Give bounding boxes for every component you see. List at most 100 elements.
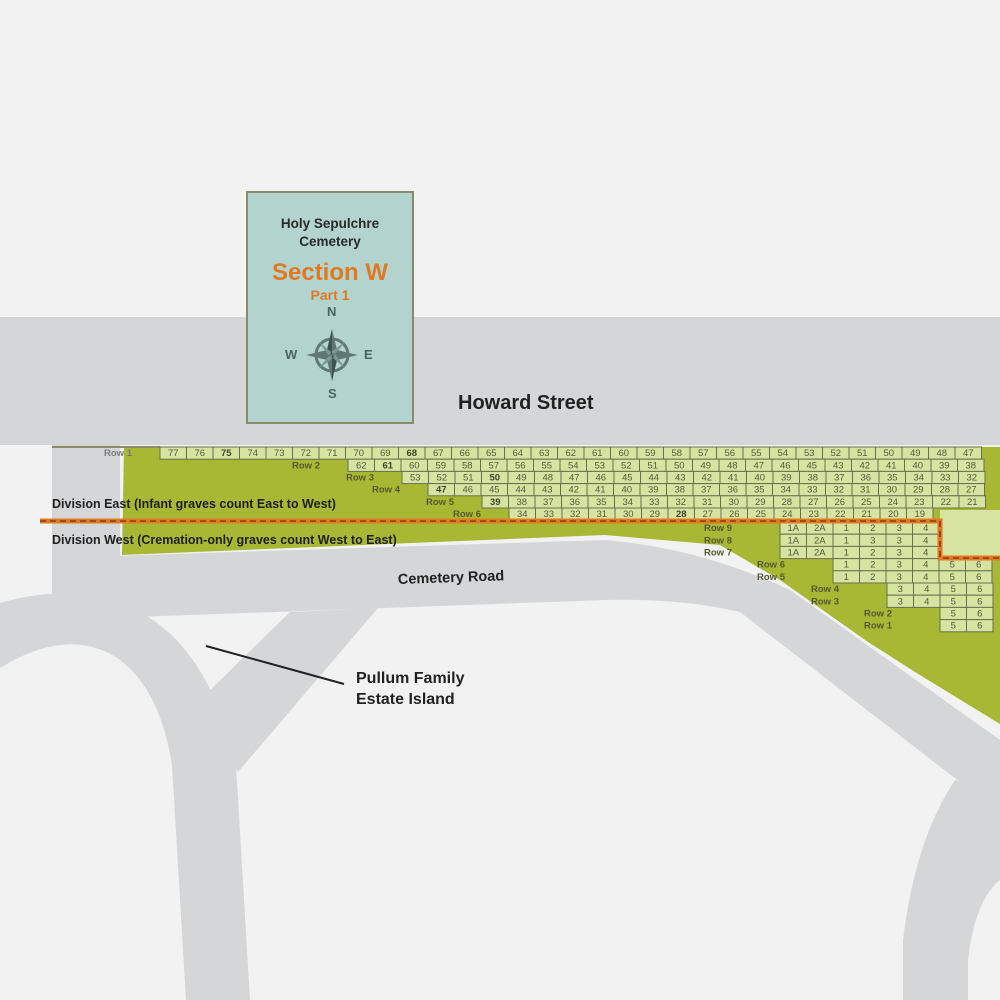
estate-label-line2: Estate Island bbox=[356, 691, 455, 708]
plot-number: 33 bbox=[807, 485, 818, 496]
plot-number: 71 bbox=[327, 448, 338, 459]
grave-plot: 28 bbox=[931, 483, 959, 497]
grave-plot: 51 bbox=[454, 470, 482, 485]
grave-plot: 51 bbox=[848, 446, 876, 460]
grave-plot: 47 bbox=[560, 470, 588, 485]
plot-number: 5 bbox=[950, 572, 955, 583]
grave-plot: 29 bbox=[904, 483, 932, 497]
plot-number: 1A bbox=[787, 523, 799, 534]
southeast-road bbox=[903, 780, 1000, 1000]
plot-number: 5 bbox=[951, 584, 956, 595]
grave-plot: 40 bbox=[613, 483, 641, 497]
grave-plot: 42 bbox=[851, 458, 879, 472]
plot-number: 41 bbox=[886, 460, 897, 471]
grave-plot: 35 bbox=[745, 483, 773, 497]
plot-number: 2A bbox=[814, 523, 826, 534]
grave-plot: 48 bbox=[534, 470, 562, 485]
grave-plot: 5 bbox=[939, 582, 967, 596]
grave-plot: 52 bbox=[428, 470, 456, 485]
plot-number: 2 bbox=[870, 523, 875, 534]
plot-number: 25 bbox=[755, 509, 766, 520]
grave-plot: 76 bbox=[186, 446, 214, 460]
row-label: Row 4 bbox=[372, 485, 401, 496]
plot-number: 29 bbox=[649, 509, 660, 520]
row-label: Row 6 bbox=[757, 560, 785, 571]
plot-number: 75 bbox=[221, 448, 232, 459]
grave-plot: 29 bbox=[641, 507, 669, 521]
plot-number: 57 bbox=[698, 448, 709, 459]
plot-number: 3 bbox=[897, 572, 902, 583]
grave-plot: 5 bbox=[939, 606, 967, 621]
grave-plot: 19 bbox=[906, 507, 934, 521]
grave-plot: 34 bbox=[905, 470, 933, 485]
grave-plot: 60 bbox=[610, 446, 638, 460]
plot-number: 52 bbox=[621, 460, 632, 471]
plot-number: 24 bbox=[887, 497, 898, 508]
row-label: Row 5 bbox=[426, 497, 455, 508]
plot-number: 55 bbox=[541, 460, 552, 471]
grave-plot: 45 bbox=[613, 470, 641, 485]
plot-number: 48 bbox=[727, 460, 738, 471]
plot-number: 62 bbox=[356, 460, 367, 471]
grave-plot: 5 bbox=[939, 619, 967, 633]
plot-number: 2A bbox=[814, 535, 826, 546]
plot-number: 4 bbox=[923, 572, 928, 583]
grave-plot: 36 bbox=[719, 483, 747, 497]
grave-plot: 55 bbox=[533, 458, 561, 472]
grave-plot: 58 bbox=[453, 458, 481, 472]
compass: N W E S bbox=[282, 304, 382, 403]
plot-number: 31 bbox=[860, 485, 871, 496]
plot-number: 55 bbox=[751, 448, 762, 459]
plot-number: 47 bbox=[753, 460, 764, 471]
plot-number: 70 bbox=[353, 448, 364, 459]
estate-pointer-line bbox=[205, 645, 345, 685]
grave-plot: 41 bbox=[719, 470, 747, 485]
roads bbox=[0, 317, 1000, 1000]
grave-plot: 3 bbox=[885, 570, 913, 584]
grave-plot: 50 bbox=[665, 458, 693, 472]
plot-number: 35 bbox=[754, 485, 765, 496]
grave-plot: 55 bbox=[742, 446, 770, 460]
grave-plot: 26 bbox=[826, 495, 854, 509]
plot-number: 39 bbox=[939, 460, 950, 471]
grave-plot: 72 bbox=[292, 446, 320, 460]
plot-number: 32 bbox=[570, 509, 581, 520]
plot-number: 22 bbox=[940, 497, 951, 508]
grave-plot: 68 bbox=[398, 446, 426, 460]
plot-number: 40 bbox=[754, 473, 765, 484]
grave-plot: 59 bbox=[636, 446, 664, 460]
grave-plot: 1 bbox=[832, 558, 860, 572]
grave-plot: 46 bbox=[454, 483, 482, 497]
grave-plot: 31 bbox=[588, 507, 616, 521]
plot-number: 1 bbox=[844, 572, 849, 583]
plot-number: 49 bbox=[910, 448, 921, 459]
row-label: Row 2 bbox=[864, 609, 892, 620]
plot-number: 50 bbox=[489, 473, 500, 484]
plot-number: 1 bbox=[844, 560, 849, 571]
plot-number: 3 bbox=[898, 596, 903, 607]
grave-plot: 69 bbox=[371, 446, 399, 460]
grave-plot: 54 bbox=[559, 458, 587, 472]
plot-number: 1 bbox=[844, 523, 849, 534]
grave-plot: 27 bbox=[694, 507, 722, 521]
grave-plot: 37 bbox=[692, 483, 720, 497]
grave-plot: 34 bbox=[614, 495, 642, 509]
title-card: Holy Sepulchre Cemetery Section W Part 1… bbox=[246, 191, 414, 424]
plot-number: 27 bbox=[702, 509, 713, 520]
plot-number: 4 bbox=[924, 596, 929, 607]
grave-plot: 2 bbox=[859, 558, 887, 572]
plot-number: 5 bbox=[951, 596, 956, 607]
grave-plot: 65 bbox=[477, 446, 505, 460]
grave-plot: 66 bbox=[451, 446, 479, 460]
grave-plot: 32 bbox=[958, 470, 986, 485]
plot-number: 53 bbox=[410, 473, 421, 484]
grave-plot: 35 bbox=[587, 495, 615, 509]
grave-plot: 53 bbox=[401, 470, 429, 485]
grave-plot: 3 bbox=[886, 594, 914, 608]
plot-number: 33 bbox=[649, 497, 660, 508]
grave-plot: 52 bbox=[612, 458, 640, 472]
grave-plot: 44 bbox=[640, 470, 668, 485]
plot-number: 69 bbox=[380, 448, 391, 459]
